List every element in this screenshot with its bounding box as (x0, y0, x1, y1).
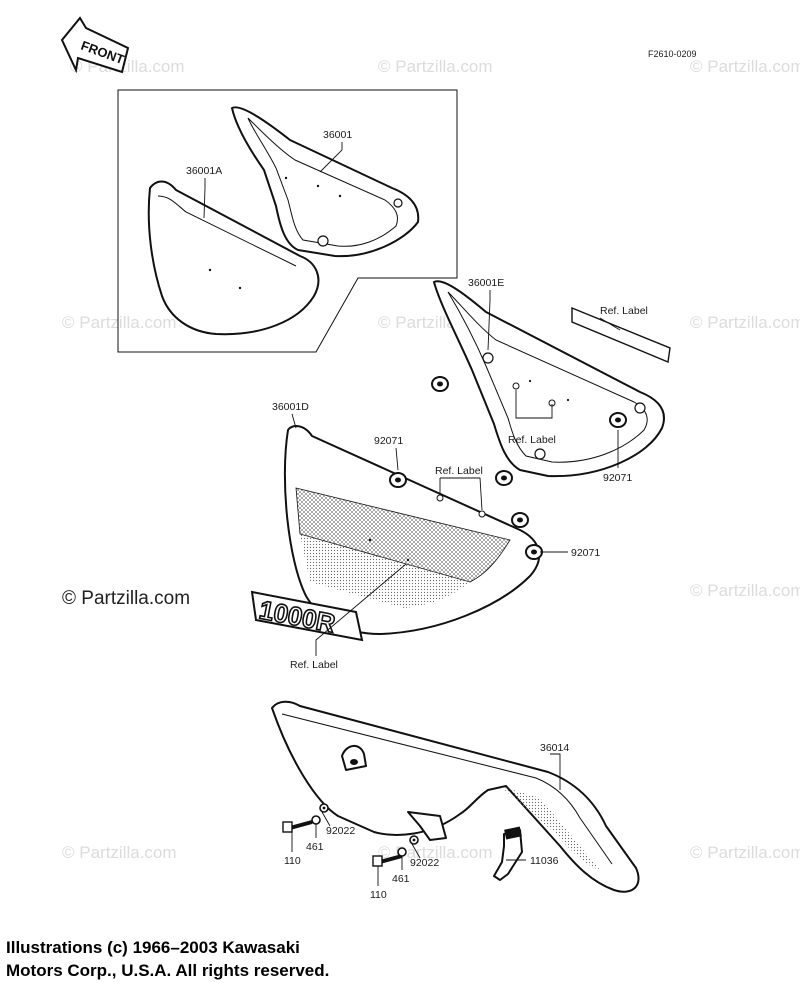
part-36014-chain-cover (271, 700, 640, 893)
label-36001E: 36001E (468, 277, 504, 289)
grommet (389, 472, 407, 488)
partzilla-copyright: © Partzilla.com (62, 588, 190, 609)
diagram-code: F2610-0209 (648, 49, 697, 59)
footer-copyright: Illustrations (c) 1966–2003 Kawasaki Mot… (6, 936, 329, 982)
part-36001E-side-cover-frame (433, 280, 665, 478)
label-ref-label-middle: Ref. Label (508, 434, 556, 446)
footer-line-1: Illustrations (c) 1966–2003 Kawasaki (6, 938, 300, 957)
grommet (609, 412, 627, 428)
watermark-text: © Partzilla.com (62, 843, 177, 862)
label-92071-a: 92071 (374, 435, 403, 447)
collar-92022-upper (319, 803, 329, 813)
watermark-text: © Partzilla.com (690, 57, 800, 76)
collar-92022-lower (409, 835, 419, 845)
label-ref-label-top: Ref. Label (600, 305, 648, 317)
bolt-110-lower (372, 854, 403, 867)
watermark-text: © Partzilla.com (378, 843, 493, 862)
ref-label-plate (571, 306, 671, 363)
label-36001: 36001 (323, 129, 352, 141)
label-ref-label-emblem: Ref. Label (290, 659, 338, 671)
label-92071-c: 92071 (571, 547, 600, 559)
label-36001D: 36001D (272, 401, 309, 413)
label-110-lower: 110 (370, 889, 387, 901)
grommet (525, 544, 543, 560)
label-461-upper: 461 (306, 841, 324, 853)
part-36001A-side-cover (147, 180, 320, 336)
inset-box (117, 89, 458, 353)
watermark-text: © Partzilla.com (690, 581, 800, 600)
grommets-92071 (389, 376, 627, 560)
label-92022-upper: 92022 (326, 825, 355, 837)
label-92071-b: 92071 (603, 472, 632, 484)
label-36014: 36014 (540, 742, 569, 754)
part-36001D-side-cover (283, 425, 540, 635)
watermark-text: © Partzilla.com (62, 313, 177, 332)
label-11036: 11036 (530, 855, 559, 867)
watermark-text: © Partzilla.com (378, 57, 493, 76)
part-labels: 36001 36001A 36001E Ref. Label 36001D 92… (186, 129, 648, 901)
grommet (495, 470, 513, 486)
part-11036-bracket (493, 826, 523, 881)
washer-461-upper (311, 815, 321, 825)
label-36001A: 36001A (186, 165, 222, 177)
label-92022-lower: 92022 (410, 857, 439, 869)
label-ref-label-panel: Ref. Label (435, 465, 483, 477)
leader-lines (203, 142, 621, 886)
label-461-lower: 461 (392, 873, 410, 885)
label-110-upper: 110 (284, 855, 301, 867)
washer-461-lower (397, 847, 407, 857)
watermark-text: © Partzilla.com (690, 843, 800, 862)
grommet (511, 512, 529, 528)
bolt-110-upper (282, 820, 313, 833)
watermark-text: © Partzilla.com (690, 313, 800, 332)
grommet (431, 376, 449, 392)
part-36001-side-cover-frame (231, 106, 420, 258)
footer-line-2: Motors Corp., U.S.A. All rights reserved… (6, 961, 330, 980)
